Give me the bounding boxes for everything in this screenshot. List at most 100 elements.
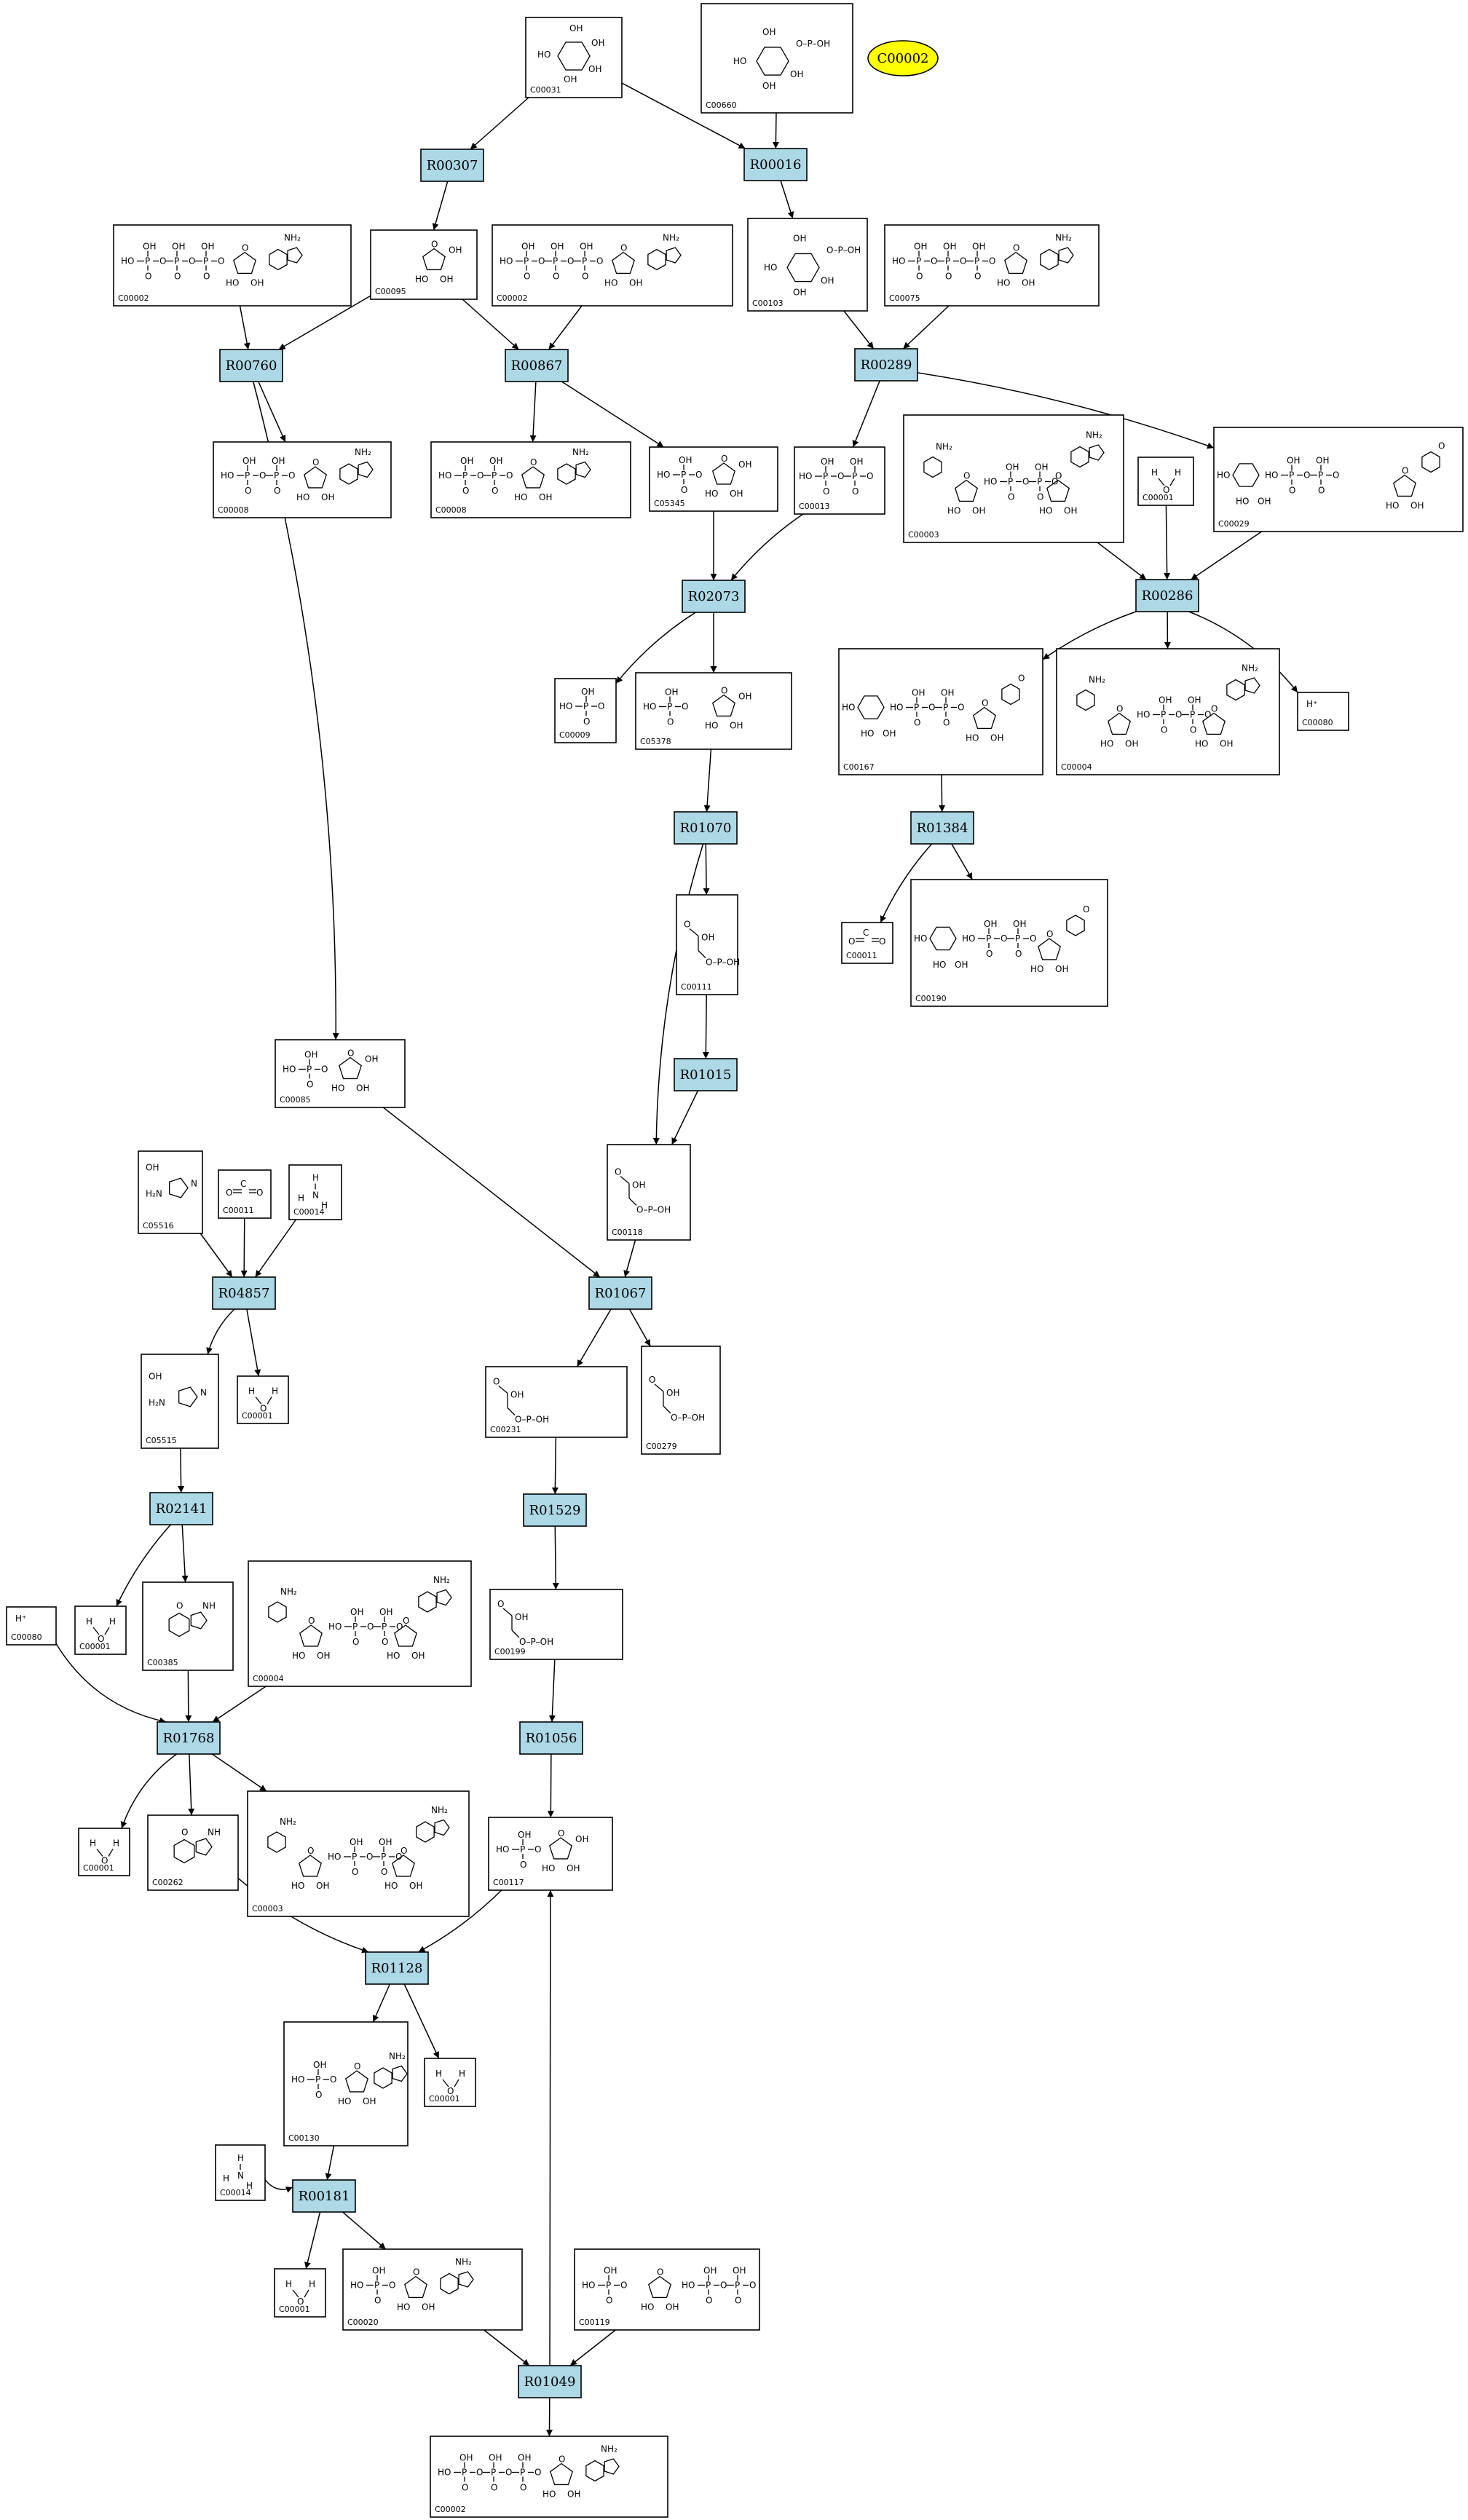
reaction-r04857[interactable]: R04857 <box>212 1276 276 1310</box>
svg-text:O: O <box>721 686 727 696</box>
svg-text:O: O <box>520 1860 526 1870</box>
reaction-r01384[interactable]: R01384 <box>910 811 974 845</box>
reaction-r01768[interactable]: R01768 <box>157 1721 221 1755</box>
reaction-r00286[interactable]: R00286 <box>1135 579 1199 612</box>
reaction-r00289[interactable]: R00289 <box>854 348 918 382</box>
reaction-r01067[interactable]: R01067 <box>588 1276 652 1310</box>
svg-text:O: O <box>837 471 844 481</box>
edge-layer <box>55 82 1298 2437</box>
svg-text:OH: OH <box>460 456 473 466</box>
compound-c00080_b[interactable]: H⁺C00080 <box>6 1606 57 1646</box>
reaction-r01056[interactable]: R01056 <box>519 1721 583 1755</box>
reaction-r01070[interactable]: R01070 <box>674 811 738 845</box>
edge-r04857-to-c00001_b <box>246 1308 261 1377</box>
reaction-label: R02073 <box>688 589 740 604</box>
svg-text:O: O <box>256 1188 263 1198</box>
compound-c00080_a[interactable]: H⁺C00080 <box>1297 692 1349 731</box>
svg-text:O: O <box>681 485 687 495</box>
compound-box <box>113 224 352 307</box>
reaction-box <box>292 2179 356 2213</box>
reaction-r01128[interactable]: R01128 <box>365 1951 429 1985</box>
reaction-r00307[interactable]: R00307 <box>420 149 484 182</box>
svg-text:HO: HO <box>292 1651 305 1661</box>
edge-r01384-to-c00011_a <box>880 843 933 923</box>
svg-text:O: O <box>462 2483 468 2493</box>
reaction-r01049[interactable]: R01049 <box>518 2365 582 2398</box>
reaction-r01015[interactable]: R01015 <box>674 1058 738 1091</box>
reaction-r00867[interactable]: R00867 <box>505 349 569 382</box>
compound-label: C00080 <box>1302 718 1333 727</box>
svg-text:OH: OH <box>629 278 642 288</box>
compound-label: C00004 <box>253 1674 284 1683</box>
reaction-r00181[interactable]: R00181 <box>292 2179 356 2213</box>
svg-text:O: O <box>606 2296 612 2306</box>
svg-text:O: O <box>553 272 559 282</box>
svg-text:NH₂: NH₂ <box>1086 430 1102 441</box>
svg-text:O: O <box>159 256 166 266</box>
compound-box <box>649 446 778 512</box>
svg-text:P: P <box>943 703 948 713</box>
svg-text:HO: HO <box>496 1844 509 1855</box>
compound-label: C00001 <box>279 2304 310 2314</box>
svg-text:OH: OH <box>821 457 834 467</box>
highlight-sticker[interactable]: C00002 <box>867 40 939 76</box>
reaction-r01529[interactable]: R01529 <box>523 1493 587 1527</box>
reaction-label: R01049 <box>524 2374 576 2390</box>
reaction-r00760[interactable]: R00760 <box>219 349 283 382</box>
reaction-r00016[interactable]: R00016 <box>743 148 808 181</box>
svg-text:OH: OH <box>1064 506 1077 516</box>
reaction-r02073[interactable]: R02073 <box>682 580 746 613</box>
edge-r01070-to-c00118 <box>652 843 704 1145</box>
reaction-r02141[interactable]: R02141 <box>149 1492 213 1525</box>
svg-text:H: H <box>246 2181 253 2191</box>
svg-text:O: O <box>98 1634 104 1644</box>
